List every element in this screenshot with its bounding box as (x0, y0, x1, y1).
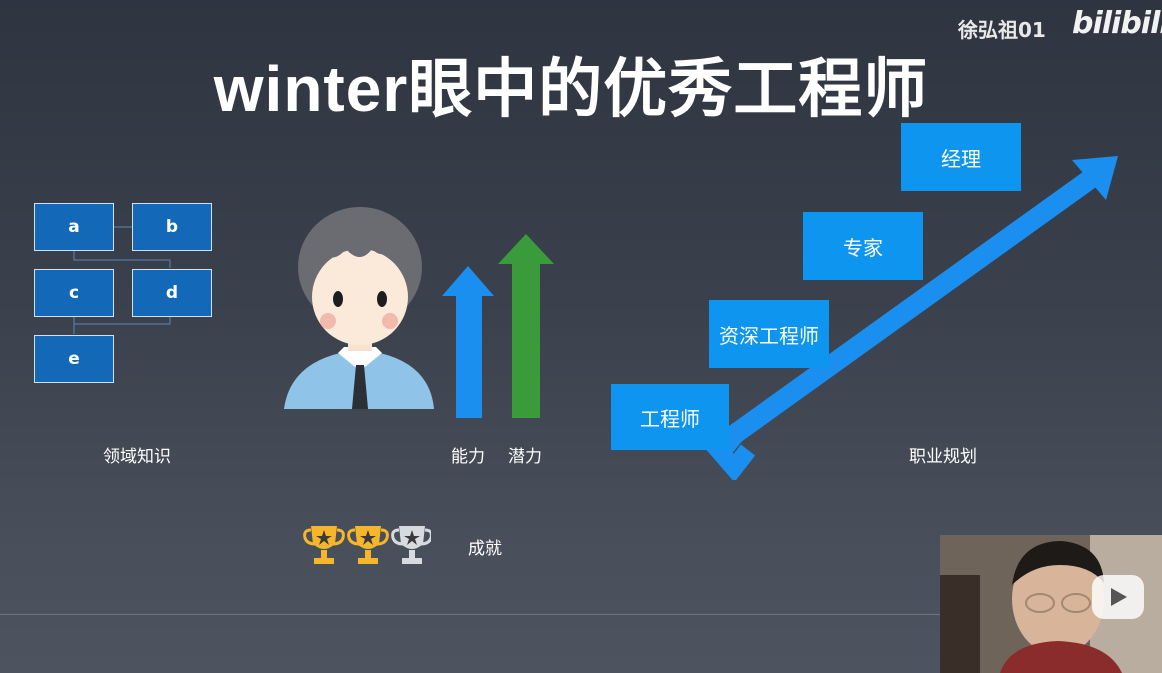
gold-trophy-icon (347, 526, 389, 564)
ability-label: 能力 (451, 447, 485, 467)
knowledge-box-e: e (34, 335, 114, 383)
potential-arrow-icon (498, 234, 554, 418)
knowledge-box-a: a (34, 203, 114, 251)
gold-trophy-icon (303, 526, 345, 564)
bilibili-logo: bilibili (1072, 6, 1162, 41)
knowledge-box-d: d (132, 269, 212, 317)
play-button[interactable] (1092, 575, 1144, 619)
achievement-trophies (303, 526, 431, 564)
knowledge-connectors (73, 226, 171, 334)
silver-trophy-icon (391, 526, 431, 564)
potential-label: 潜力 (508, 447, 542, 467)
career-step-expert: 专家 (803, 212, 923, 280)
slide-divider (0, 614, 1162, 615)
career-caption: 职业规划 (909, 447, 977, 467)
knowledge-caption: 领域知识 (103, 447, 171, 467)
uploader-watermark: 徐弘祖01 (958, 18, 1046, 42)
slide-title: winter眼中的优秀工程师 (213, 53, 929, 125)
presenter-webcam (940, 535, 1162, 673)
play-icon (1111, 588, 1127, 606)
career-step-senior-engineer: 资深工程师 (709, 300, 829, 368)
ability-arrow-icon (442, 266, 494, 418)
engineer-avatar-illustration (284, 207, 434, 409)
knowledge-box-b: b (132, 203, 212, 251)
career-step-manager: 经理 (901, 123, 1021, 191)
career-step-engineer: 工程师 (611, 384, 729, 450)
achievement-caption: 成就 (468, 539, 502, 559)
growth-arrows (442, 234, 554, 418)
knowledge-box-c: c (34, 269, 114, 317)
